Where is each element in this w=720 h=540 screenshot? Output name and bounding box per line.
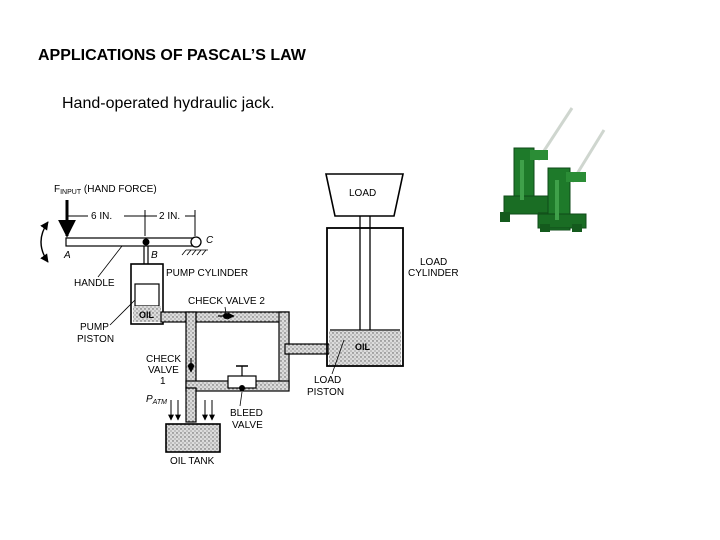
svg-text:6 IN.: 6 IN.	[91, 211, 112, 222]
handle-bar	[65, 237, 197, 247]
check-valve-1-label-3: 1	[160, 376, 166, 387]
oil-pipes	[160, 311, 330, 423]
point-a-label: A	[63, 250, 71, 261]
check-valve-1-label: CHECK	[146, 354, 181, 365]
oil-tank-label: OIL TANK	[170, 456, 215, 467]
pump-cylinder: OIL	[130, 246, 164, 325]
slide-subtitle: Hand-operated hydraulic jack.	[62, 95, 275, 112]
check-valve-1-label-2: VALVE	[148, 365, 179, 376]
load-piston-label-2: PISTON	[307, 387, 344, 398]
ground-hatch	[181, 249, 208, 256]
bleed-valve	[227, 365, 257, 391]
pump-cylinder-label: PUMP CYLINDER	[166, 268, 248, 279]
oil-tank	[165, 423, 221, 453]
svg-text:OIL: OIL	[139, 310, 155, 320]
check-valve-2-label: CHECK VALVE 2	[188, 296, 265, 307]
point-c-label: C	[206, 235, 214, 246]
pump-piston-label-2: PISTON	[77, 334, 114, 345]
hydraulic-jack-photo	[500, 107, 606, 232]
input-force-label: FINPUT (HAND FORCE)	[54, 184, 157, 196]
svg-text:OIL: OIL	[355, 342, 371, 352]
rotation-arrow	[40, 221, 49, 263]
bleed-valve-label-2: VALVE	[232, 420, 263, 431]
svg-text:LOAD: LOAD	[349, 188, 376, 199]
load-piston-label: LOAD	[314, 375, 341, 386]
load-cylinder-label: LOAD	[420, 257, 447, 268]
atm-pressure-arrows	[168, 400, 215, 421]
pump-piston-leader	[109, 299, 136, 326]
handle-leader	[97, 245, 123, 278]
handle-label: HANDLE	[74, 278, 115, 289]
pivot-c	[190, 236, 202, 248]
dimension-2in: 2 IN.	[145, 210, 196, 236]
point-b-label: B	[151, 250, 158, 261]
pivot-b	[142, 238, 150, 246]
patm-label: PATM	[146, 394, 167, 406]
bleed-valve-label: BLEED	[230, 408, 263, 419]
load-block: LOAD	[325, 173, 404, 217]
bleed-valve-leader	[239, 391, 243, 407]
load-cylinder-label-2: CYLINDER	[408, 268, 459, 279]
check-valve-2-leader	[224, 306, 227, 314]
svg-text:FINPUT (HAND FORCE): FINPUT (HAND FORCE)	[54, 184, 157, 196]
load-piston-leader	[331, 339, 345, 375]
dimension-6in: 6 IN.	[66, 210, 146, 236]
pump-piston-label: PUMP	[80, 322, 109, 333]
slide-title: APPLICATIONS OF PASCAL’S LAW	[38, 47, 306, 64]
load-cylinder: OIL	[326, 216, 404, 367]
svg-text:2 IN.: 2 IN.	[159, 211, 180, 222]
